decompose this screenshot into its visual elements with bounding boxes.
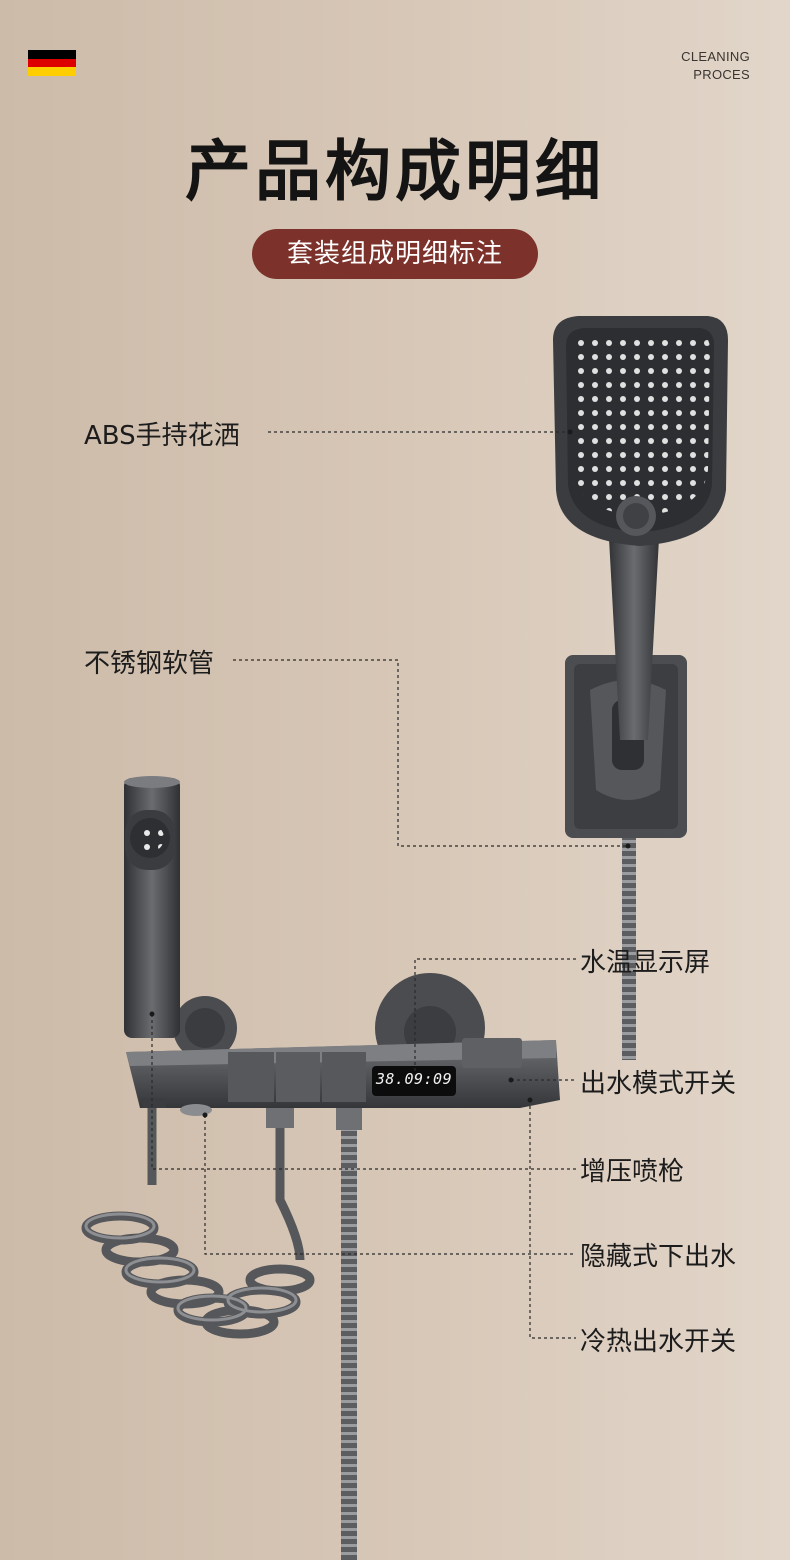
label-handheld-shower: ABS手持花洒 [84, 421, 240, 451]
brand-text: CLEANING PROCES [681, 48, 750, 84]
page-title: 产品构成明细 [185, 133, 605, 210]
label-hidden-outlet: 隐藏式下出水 [580, 1242, 737, 1272]
mixer-bar [126, 1038, 560, 1130]
spray-gun [124, 776, 180, 1038]
label-temp-display: 水温显示屏 [580, 948, 711, 978]
label-spray-gun: 增压喷枪 [580, 1157, 685, 1187]
brand-line-2: PROCES [693, 67, 750, 82]
germany-flag-icon [28, 50, 76, 76]
brand-line-1: CLEANING [681, 49, 750, 64]
callout-dots [149, 429, 631, 1118]
flag-stripe-black [28, 50, 76, 59]
callout-lines [151, 431, 628, 1339]
label-hot-cold-switch: 冷热出水开关 [580, 1327, 737, 1357]
flag-stripe-red [28, 58, 76, 68]
handheld-shower [553, 316, 728, 740]
bottom-hose [341, 1130, 357, 1560]
label-steel-hose: 不锈钢软管 [84, 649, 215, 679]
flag-stripe-gold [28, 67, 76, 76]
label-mode-switch: 出水模式开关 [580, 1069, 737, 1099]
wall-hose [622, 770, 636, 1060]
subtitle-badge: 套装组成明细标注 [252, 229, 538, 279]
temp-display-readout: 38.09:09 [375, 1070, 453, 1088]
